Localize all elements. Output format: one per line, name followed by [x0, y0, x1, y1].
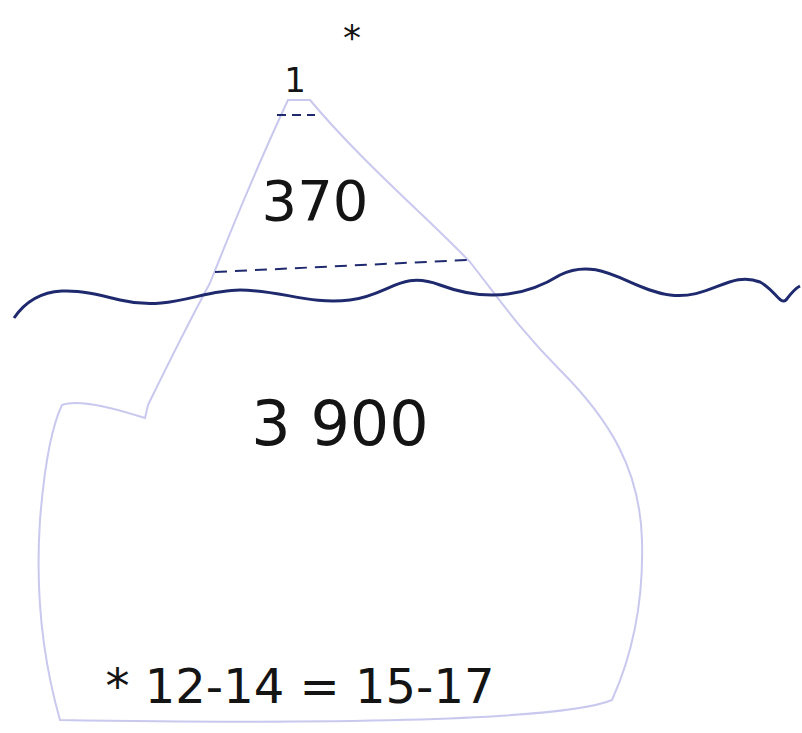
- sea-wave: [14, 269, 800, 318]
- below-water-count: 3 900: [247, 390, 433, 458]
- iceberg-outline: [39, 100, 643, 722]
- tip-count: 1: [280, 62, 310, 99]
- waterline-divider: [215, 260, 467, 272]
- footnote-mark: *: [339, 18, 365, 58]
- above-water-count: 370: [258, 170, 373, 232]
- tip-divider: [277, 114, 315, 116]
- footnote-text: * 12-14 = 15-17: [102, 660, 499, 713]
